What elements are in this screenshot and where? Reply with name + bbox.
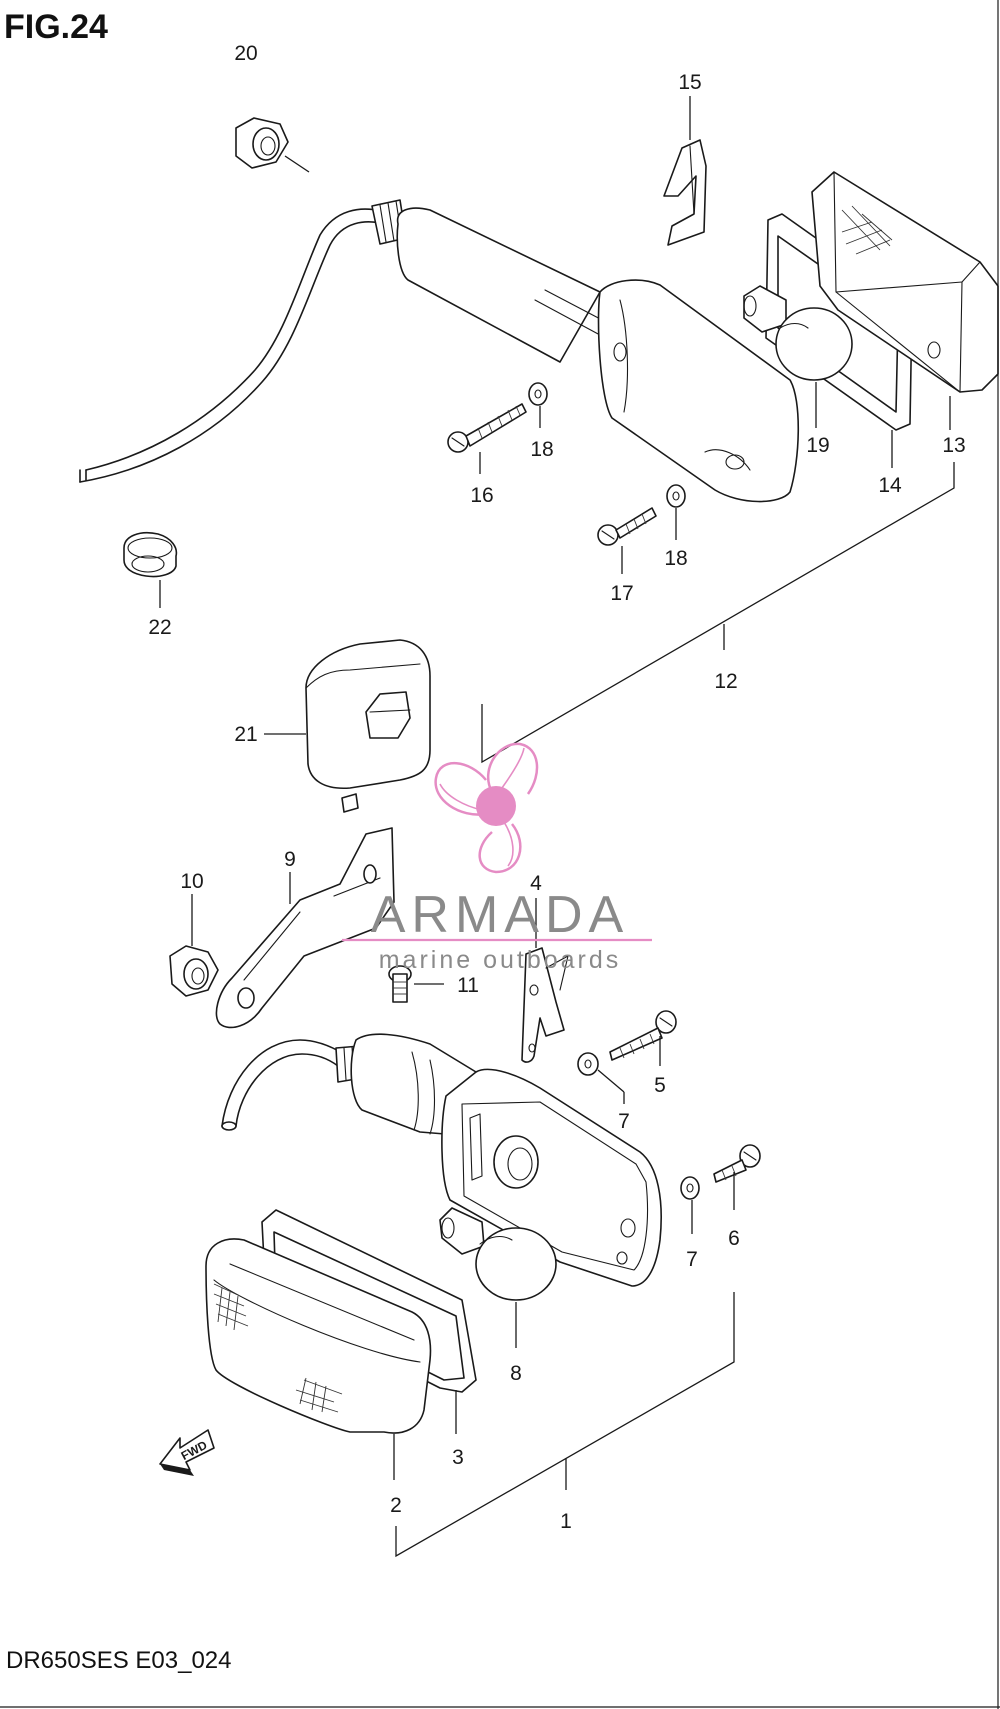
callout-10: 10 — [180, 870, 203, 893]
callout-5: 5 — [654, 1074, 666, 1097]
upper-turn-signal — [79, 199, 800, 503]
part-18-washer-lower — [666, 484, 686, 540]
part-4-clip — [521, 898, 569, 1063]
watermark-brand: ARMADA — [371, 886, 629, 944]
callout-9: 9 — [284, 848, 296, 871]
watermark-tagline: marine outboards — [379, 946, 622, 974]
callout-4: 4 — [530, 872, 542, 895]
callout-1: 1 — [560, 1510, 572, 1533]
part-9-bracket — [215, 827, 395, 1029]
callout-7-upper: 7 — [618, 1110, 630, 1133]
callout-19: 19 — [806, 434, 829, 457]
part-10-nut — [169, 894, 219, 997]
part-2-lens — [205, 1238, 432, 1480]
callout-12: 12 — [714, 670, 737, 693]
part-8-bulb — [439, 1207, 557, 1348]
callout-18-lower: 18 — [664, 547, 687, 570]
part-13-lens — [811, 171, 999, 430]
part-18-washer-upper — [528, 382, 548, 428]
callout-2: 2 — [390, 1494, 402, 1517]
part-21-relay — [264, 639, 431, 813]
part-5-screw — [609, 1010, 677, 1066]
callout-13: 13 — [942, 434, 965, 457]
armada-watermark: ARMADA marine outboards — [342, 742, 652, 974]
part-19-bulb — [743, 285, 853, 428]
callout-22: 22 — [148, 616, 171, 639]
lower-turn-signal — [221, 1033, 662, 1287]
part-12-leader — [481, 462, 955, 764]
callout-20: 20 — [234, 42, 257, 65]
callout-7-lower: 7 — [686, 1248, 698, 1271]
propeller-logo-icon — [434, 742, 539, 874]
callout-14: 14 — [878, 474, 902, 497]
part-20-nut — [235, 117, 310, 173]
callout-15: 15 — [678, 71, 701, 94]
callout-8: 8 — [510, 1362, 522, 1385]
callout-16: 16 — [470, 484, 493, 507]
callout-21: 21 — [234, 723, 257, 746]
callout-17: 17 — [610, 582, 633, 605]
callout-18-upper: 18 — [530, 438, 553, 461]
figure-title: FIG.24 — [4, 8, 108, 46]
fwd-arrow-icon: FWD — [159, 1429, 215, 1476]
callout-3: 3 — [452, 1446, 464, 1469]
part-16-screw — [447, 403, 527, 474]
part-22-grommet — [123, 532, 178, 608]
callout-11: 11 — [457, 974, 479, 997]
figure-footer-code: DR650SES E03_024 — [6, 1647, 232, 1674]
part-6-screw — [713, 1144, 761, 1210]
part-1-leader — [395, 1292, 735, 1558]
part-7-washer-upper — [577, 1052, 625, 1104]
part-15-clip — [663, 96, 707, 246]
callout-6: 6 — [728, 1227, 740, 1250]
part-17-screw — [597, 507, 657, 574]
part-11-bolt — [388, 965, 444, 1003]
part-7-washer-lower — [680, 1176, 700, 1234]
